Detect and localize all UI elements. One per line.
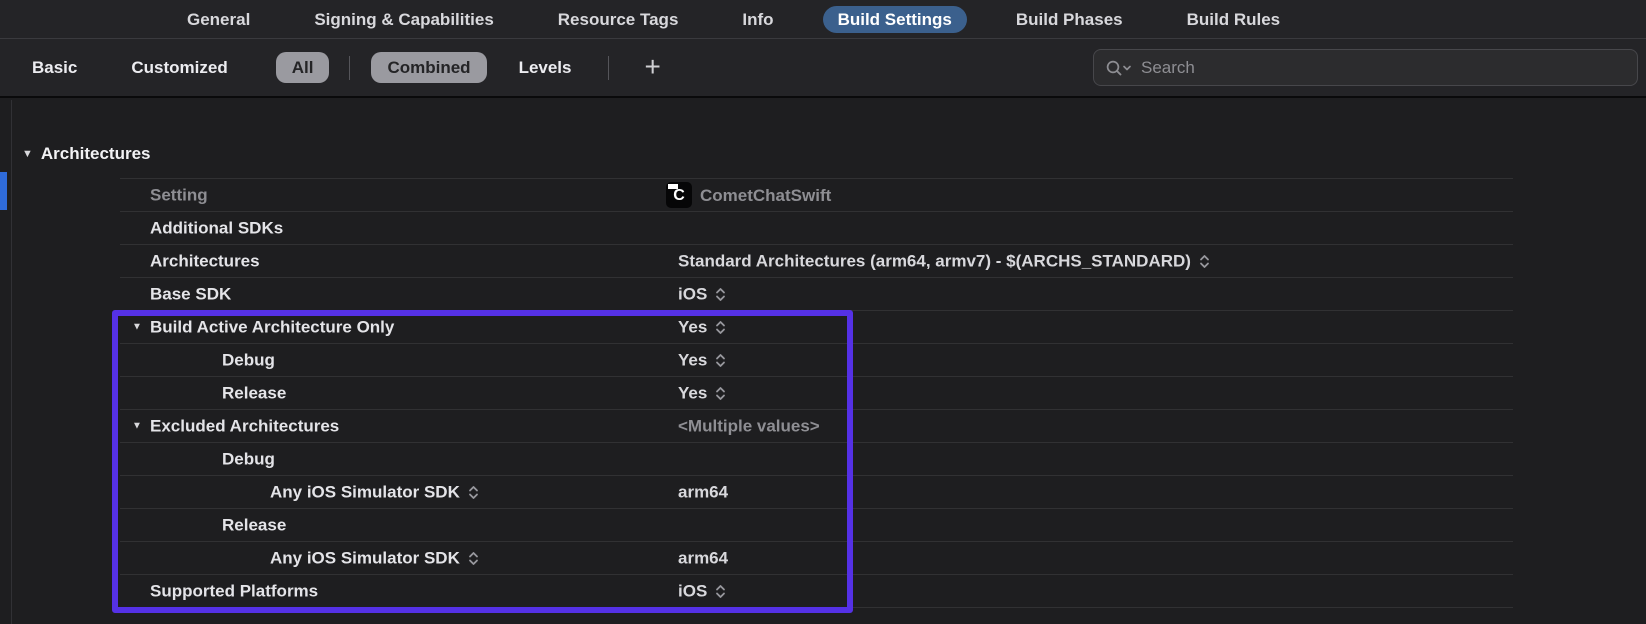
setting-column-header: Setting — [150, 185, 208, 205]
settings-table: Setting C CometChatSwift Additional SDKs… — [120, 178, 1513, 608]
row-value: <Multiple values> — [678, 416, 820, 436]
cometchat-target-icon: C — [666, 182, 692, 208]
row-value[interactable]: iOS — [678, 286, 726, 303]
add-build-setting-button[interactable]: + — [644, 51, 661, 83]
row-base-sdk[interactable]: Base SDK iOS — [120, 278, 1513, 311]
row-supported-platforms[interactable]: Supported Platforms iOS — [120, 575, 1513, 608]
target-tab-bar: General Signing & Capabilities Resource Ta… — [0, 0, 1646, 39]
search-icon — [1106, 60, 1131, 75]
target-column-header: C CometChatSwift — [666, 182, 831, 208]
search-input[interactable]: Search — [1093, 49, 1638, 86]
row-label: Build Active Architecture Only — [150, 317, 395, 337]
row-value: arm64 — [678, 482, 729, 502]
row-label: Supported Platforms — [150, 581, 319, 601]
tab-build-rules[interactable]: Build Rules — [1186, 9, 1281, 29]
build-settings-table-area: ▼ Architectures Setting C CometChatSwift… — [0, 100, 1646, 624]
row-release[interactable]: Release Yes — [120, 377, 1513, 410]
row-label: Any iOS Simulator SDK — [270, 550, 479, 567]
row-value: arm64 — [678, 548, 729, 568]
toolbar-divider — [607, 55, 609, 80]
section-title: Architectures — [40, 144, 151, 163]
scope-basic[interactable]: Basic — [32, 58, 78, 77]
row-additional-sdks[interactable]: Additional SDKs — [120, 212, 1513, 245]
tab-resource-tags[interactable]: Resource Tags — [557, 9, 679, 29]
search-placeholder: Search — [1141, 57, 1195, 77]
stepper-icon[interactable] — [715, 385, 726, 401]
section-architectures[interactable]: ▼ Architectures — [22, 144, 151, 164]
scope-combined[interactable]: Combined — [371, 52, 487, 83]
stepper-icon[interactable] — [468, 550, 479, 566]
row-any-ios-simulator-sdk[interactable]: Any iOS Simulator SDK arm64 — [120, 542, 1513, 575]
disclosure-triangle-icon[interactable]: ▼ — [22, 148, 33, 160]
row-label: Debug — [222, 449, 275, 469]
stepper-icon[interactable] — [715, 352, 726, 368]
disclosure-triangle-icon[interactable]: ▼ — [132, 420, 142, 432]
row-label: Any iOS Simulator SDK — [270, 484, 479, 501]
stepper-icon[interactable] — [715, 583, 726, 599]
stepper-icon[interactable] — [468, 484, 479, 500]
scope-customized[interactable]: Customized — [131, 58, 228, 77]
row-label: Additional SDKs — [150, 218, 284, 238]
row-label: Base SDK — [150, 284, 232, 304]
row-value[interactable]: Standard Architectures (arm64, armv7) - … — [678, 253, 1210, 270]
build-settings-toolbar: Basic Customized All Combined Levels + Search — [0, 39, 1646, 98]
row-label: Architectures — [150, 251, 260, 271]
row-label: Excluded Architectures — [150, 416, 340, 436]
stepper-icon[interactable] — [715, 286, 726, 302]
tab-build-phases[interactable]: Build Phases — [1015, 9, 1123, 29]
stepper-icon[interactable] — [1199, 253, 1210, 269]
row-architectures[interactable]: Architectures Standard Architectures (arm… — [120, 245, 1513, 278]
row-debug[interactable]: Debug Yes — [120, 344, 1513, 377]
tab-general[interactable]: General — [187, 9, 251, 29]
disclosure-triangle-icon[interactable]: ▼ — [132, 321, 142, 333]
tab-signing-capabilities[interactable]: Signing & Capabilities — [314, 9, 494, 29]
scope-levels[interactable]: Levels — [518, 58, 572, 77]
row-excluded-architectures[interactable]: ▼ Excluded Architectures <Multiple values> — [120, 410, 1513, 443]
row-any-ios-simulator-sdk[interactable]: Any iOS Simulator SDK arm64 — [120, 476, 1513, 509]
row-value[interactable]: Yes — [678, 352, 726, 369]
gutter-divider — [11, 100, 12, 624]
row-release[interactable]: Release — [120, 509, 1513, 542]
tab-build-settings[interactable]: Build Settings — [822, 5, 967, 33]
row-debug[interactable]: Debug — [120, 443, 1513, 476]
selection-indicator — [0, 172, 7, 210]
row-value[interactable]: iOS — [678, 583, 726, 600]
row-value[interactable]: Yes — [678, 319, 726, 336]
row-label: Release — [222, 515, 287, 535]
target-name: CometChatSwift — [700, 185, 832, 205]
table-header-row: Setting C CometChatSwift — [120, 179, 1513, 212]
row-label: Release — [222, 383, 287, 403]
row-label: Debug — [222, 350, 275, 370]
tab-info[interactable]: Info — [742, 9, 774, 29]
stepper-icon[interactable] — [715, 319, 726, 335]
toolbar-divider — [349, 55, 351, 80]
row-build-active-architecture-only[interactable]: ▼ Build Active Architecture Only Yes — [120, 311, 1513, 344]
scope-all[interactable]: All — [275, 52, 330, 83]
row-value[interactable]: Yes — [678, 385, 726, 402]
